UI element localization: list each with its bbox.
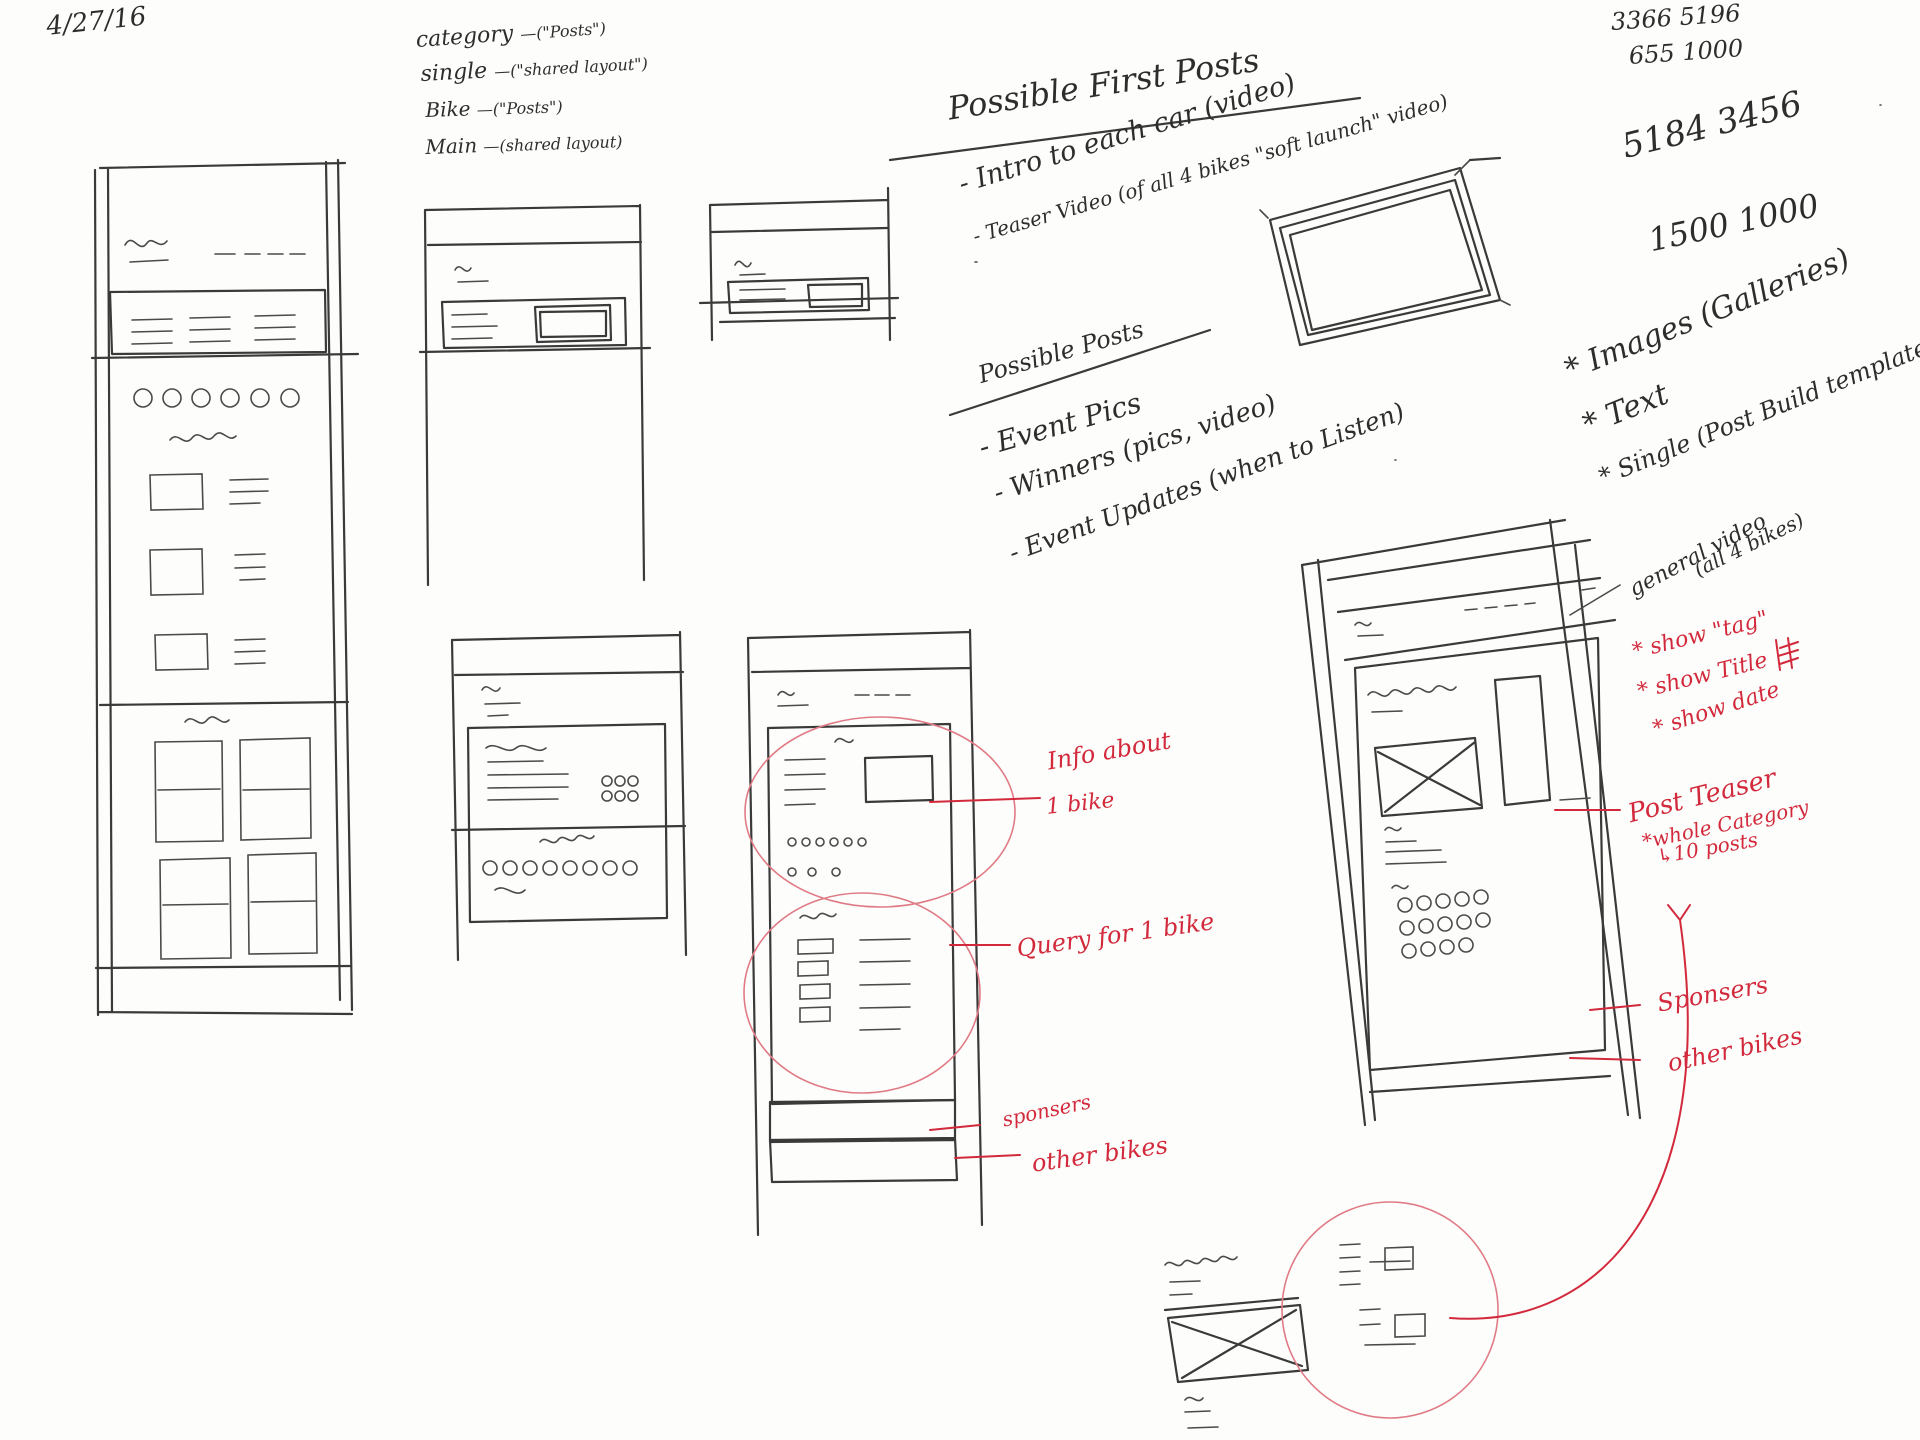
wireframe-teaser-detail: [1163, 904, 1691, 1429]
wireframe-archive: [1300, 518, 1642, 1127]
wireframe-short: [698, 186, 900, 342]
wireframe-bike: [450, 630, 688, 962]
template-row: Bike —("Posts"): [425, 96, 563, 122]
wireframe-single: [418, 203, 652, 587]
wireframe-bike-query: [743, 628, 1041, 1237]
wireframe-homepage: [90, 158, 360, 1017]
center-video-box: [1259, 159, 1511, 347]
